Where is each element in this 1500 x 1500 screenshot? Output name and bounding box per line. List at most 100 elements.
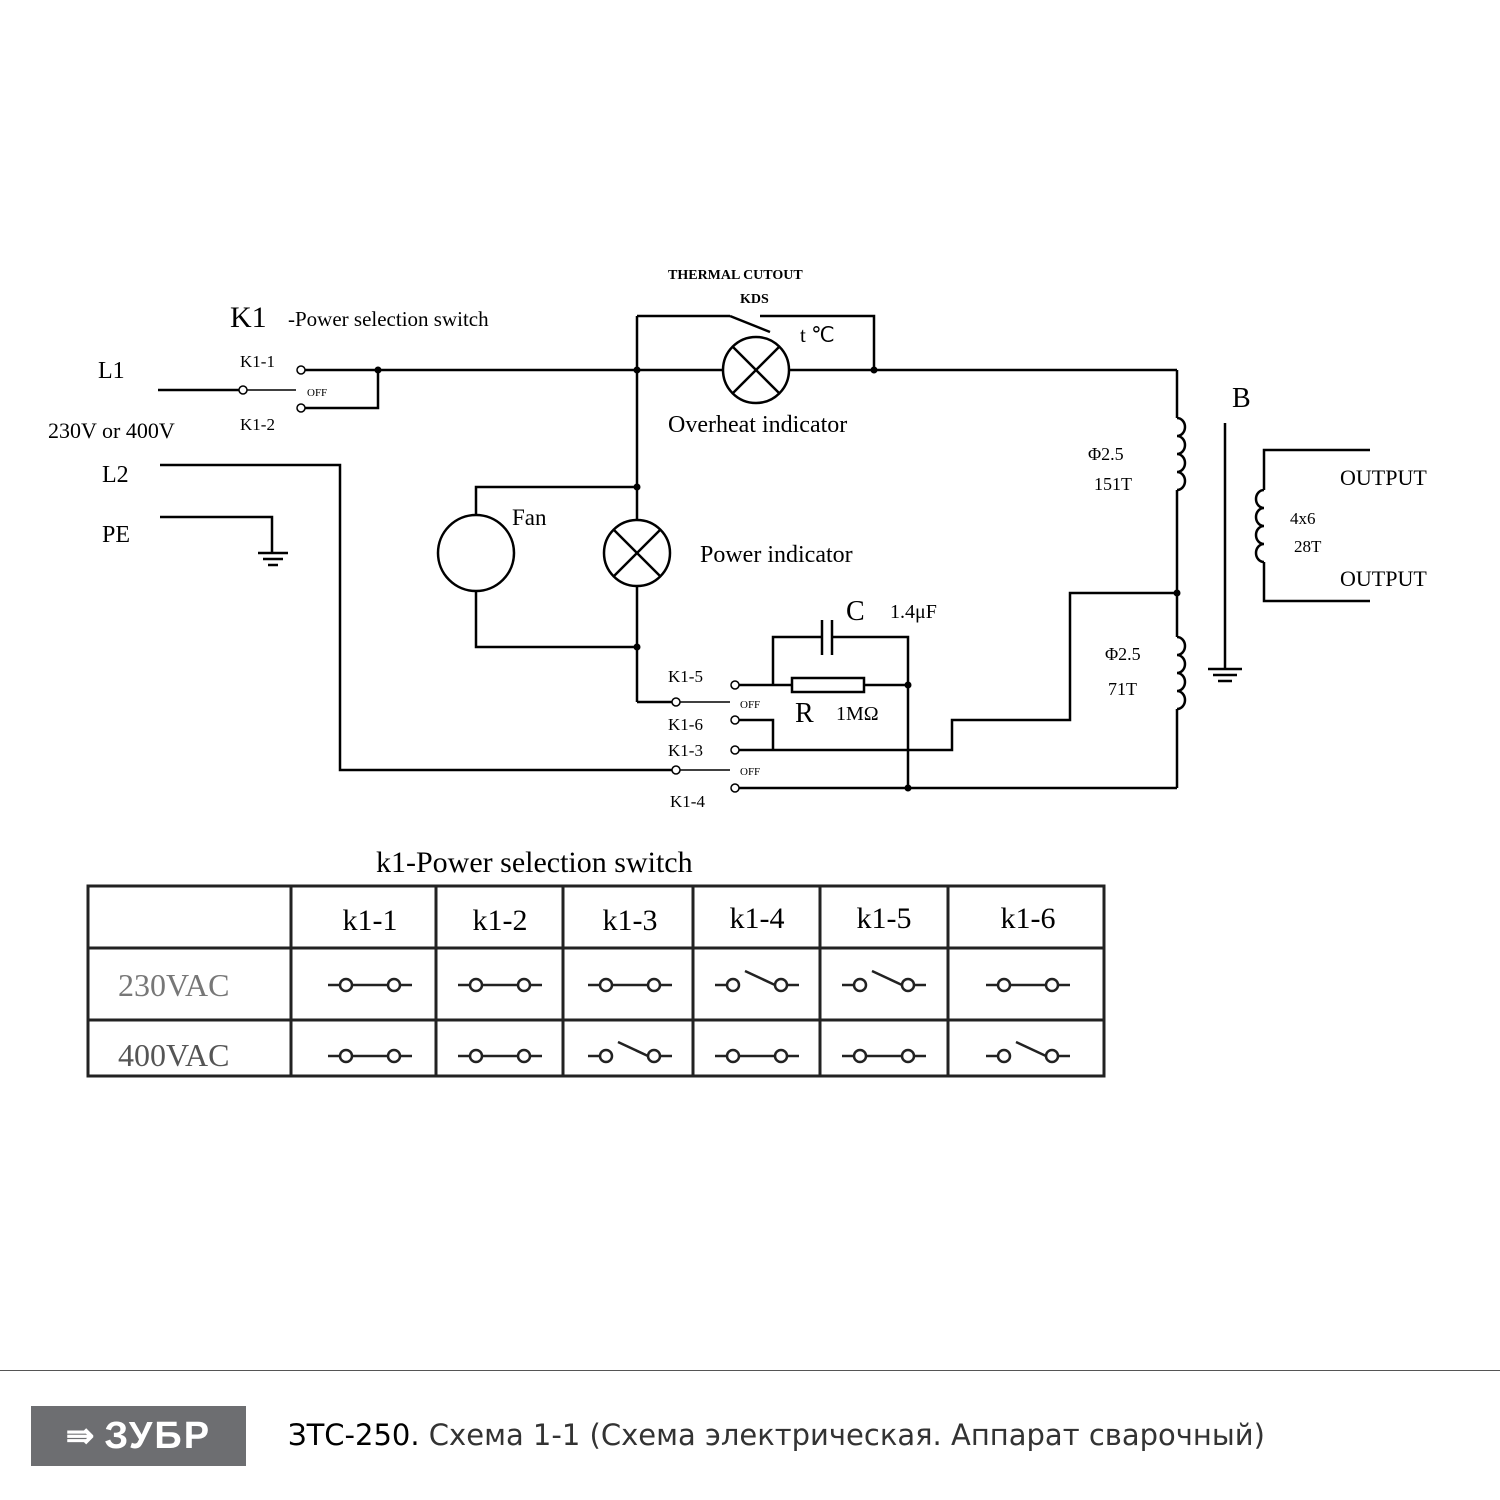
capacitor [820, 620, 834, 655]
resistor-r-label: R [795, 698, 814, 729]
fan-wire-return [474, 584, 637, 649]
switch-symbol-closed [986, 977, 1070, 993]
primary-coil-1 [1176, 416, 1187, 492]
col-header-k1-3: k1-3 [603, 904, 658, 937]
fan-label: Fan [512, 505, 547, 530]
k1-3-label: K1-3 [668, 741, 703, 760]
switch-symbol-open [842, 969, 926, 993]
capacitor-left-wire [771, 635, 822, 685]
k1-common-terminal [238, 385, 248, 395]
ground-symbol-core [1208, 667, 1242, 683]
switch-symbol-closed [458, 1048, 542, 1064]
brand-logo-text: ЗУБР [104, 1414, 212, 1457]
pe-wire [160, 515, 274, 552]
col-header-k1-6: k1-6 [1001, 902, 1056, 935]
primary-coil-2 [1176, 635, 1187, 711]
caption-description: Схема 1-1 (Схема электрическая. Аппарат … [419, 1418, 1265, 1452]
l2-label: L2 [102, 462, 129, 488]
secondary-top-wire [1262, 448, 1370, 490]
off-label-mid: OFF [740, 699, 760, 711]
power-lamp [602, 518, 672, 588]
page-caption: ЗТС-250. Схема 1-1 (Схема электрическая.… [288, 1418, 1265, 1452]
row-label-400vac: 400VAC [118, 1037, 229, 1073]
switch-symbol-open [715, 969, 799, 993]
col-header-k1-5: k1-5 [857, 902, 912, 935]
switch-table [86, 884, 1106, 1078]
k1-title-sub: -Power selection switch [288, 307, 489, 331]
switch-symbol-closed [328, 977, 412, 993]
k1-1-terminal [296, 365, 306, 375]
k1-5-label: K1-5 [668, 667, 703, 686]
brand-logo: ⇛ ЗУБР [31, 1406, 246, 1466]
k1-6-wire [739, 718, 775, 750]
junction-tap [1173, 589, 1181, 597]
junction-thermal [870, 366, 878, 374]
ground-symbol-pe [258, 551, 288, 567]
k1-6-terminal [730, 715, 740, 725]
pe-label: PE [102, 522, 130, 548]
switch-symbol-closed [842, 1048, 926, 1064]
overheat-indicator-label: Overheat indicator [668, 412, 847, 438]
k1-2-label: K1-2 [240, 415, 275, 434]
k1-6-label: K1-6 [668, 715, 703, 734]
thermal-cutout-return [760, 314, 876, 370]
l1-label: L1 [98, 358, 125, 384]
k1-5-terminal [730, 680, 740, 690]
col-header-k1-2: k1-2 [473, 904, 528, 937]
switch-symbol-closed [588, 977, 672, 993]
secondary-turns-label: 28T [1294, 537, 1322, 556]
switch-symbol-closed [458, 977, 542, 993]
secondary-coil [1254, 488, 1265, 564]
coil1-turns-label: 151T [1094, 474, 1132, 494]
fan-wire [474, 485, 637, 522]
switch-symbol-closed [328, 1048, 412, 1064]
capacitor-right-wire [832, 635, 910, 790]
coil2-wire-label: Φ2.5 [1105, 644, 1141, 664]
capacitor-value-label: 1.4μF [890, 601, 937, 623]
k1-3-terminal [730, 745, 740, 755]
off-label-low: OFF [740, 766, 760, 778]
k1-4-label: K1-4 [670, 792, 705, 811]
thermal-cutout-contact [729, 314, 771, 334]
off-label-top: OFF [307, 387, 327, 399]
switch-state-symbols [328, 969, 1070, 1064]
thermal-cutout-label: THERMAL CUTOUT [668, 268, 803, 283]
output-label-bottom: OUTPUT [1340, 566, 1427, 591]
switch-symbol-closed [715, 1048, 799, 1064]
secondary-bottom-wire [1262, 562, 1370, 603]
table-title: k1-Power selection switch [376, 846, 693, 879]
coil1-wire-label: Φ2.5 [1088, 444, 1124, 464]
switch-symbol-open [986, 1040, 1070, 1064]
model-name: ЗТС-250. [288, 1418, 420, 1452]
k1-2-wire [305, 370, 380, 410]
row-label-230vac: 230VAC [118, 967, 229, 1003]
kds-label: KDS [740, 292, 769, 307]
double-arrow-icon: ⇛ [65, 1417, 97, 1455]
temperature-label: t ℃ [800, 323, 835, 347]
coil2-turns-label: 71T [1108, 679, 1137, 699]
l2-wire [160, 463, 672, 772]
footer-divider [0, 1370, 1500, 1371]
col-header-k1-1: k1-1 [343, 904, 398, 937]
power-indicator-label: Power indicator [700, 542, 853, 568]
k1-3-wire [739, 591, 1177, 752]
k1-2-terminal [296, 403, 306, 413]
resistor [790, 676, 866, 694]
fan-motor [436, 513, 516, 593]
k1-34-common-terminal [671, 765, 681, 775]
switch-symbol-open [588, 1040, 672, 1064]
k1-4-terminal [730, 783, 740, 793]
k1-1-label: K1-1 [240, 352, 275, 371]
junction-k1 [374, 366, 382, 374]
output-label-top: OUTPUT [1340, 465, 1427, 490]
secondary-wire-label: 4x6 [1290, 509, 1316, 528]
voltage-label: 230V or 400V [48, 418, 175, 443]
overheat-lamp [721, 335, 791, 405]
capacitor-c-label: C [846, 596, 865, 627]
k1-56-common-terminal [671, 697, 681, 707]
col-header-k1-4: k1-4 [730, 902, 785, 935]
junction-bus-top [633, 366, 641, 374]
junction-resistor [904, 681, 912, 689]
transformer-b-label: B [1232, 383, 1251, 414]
